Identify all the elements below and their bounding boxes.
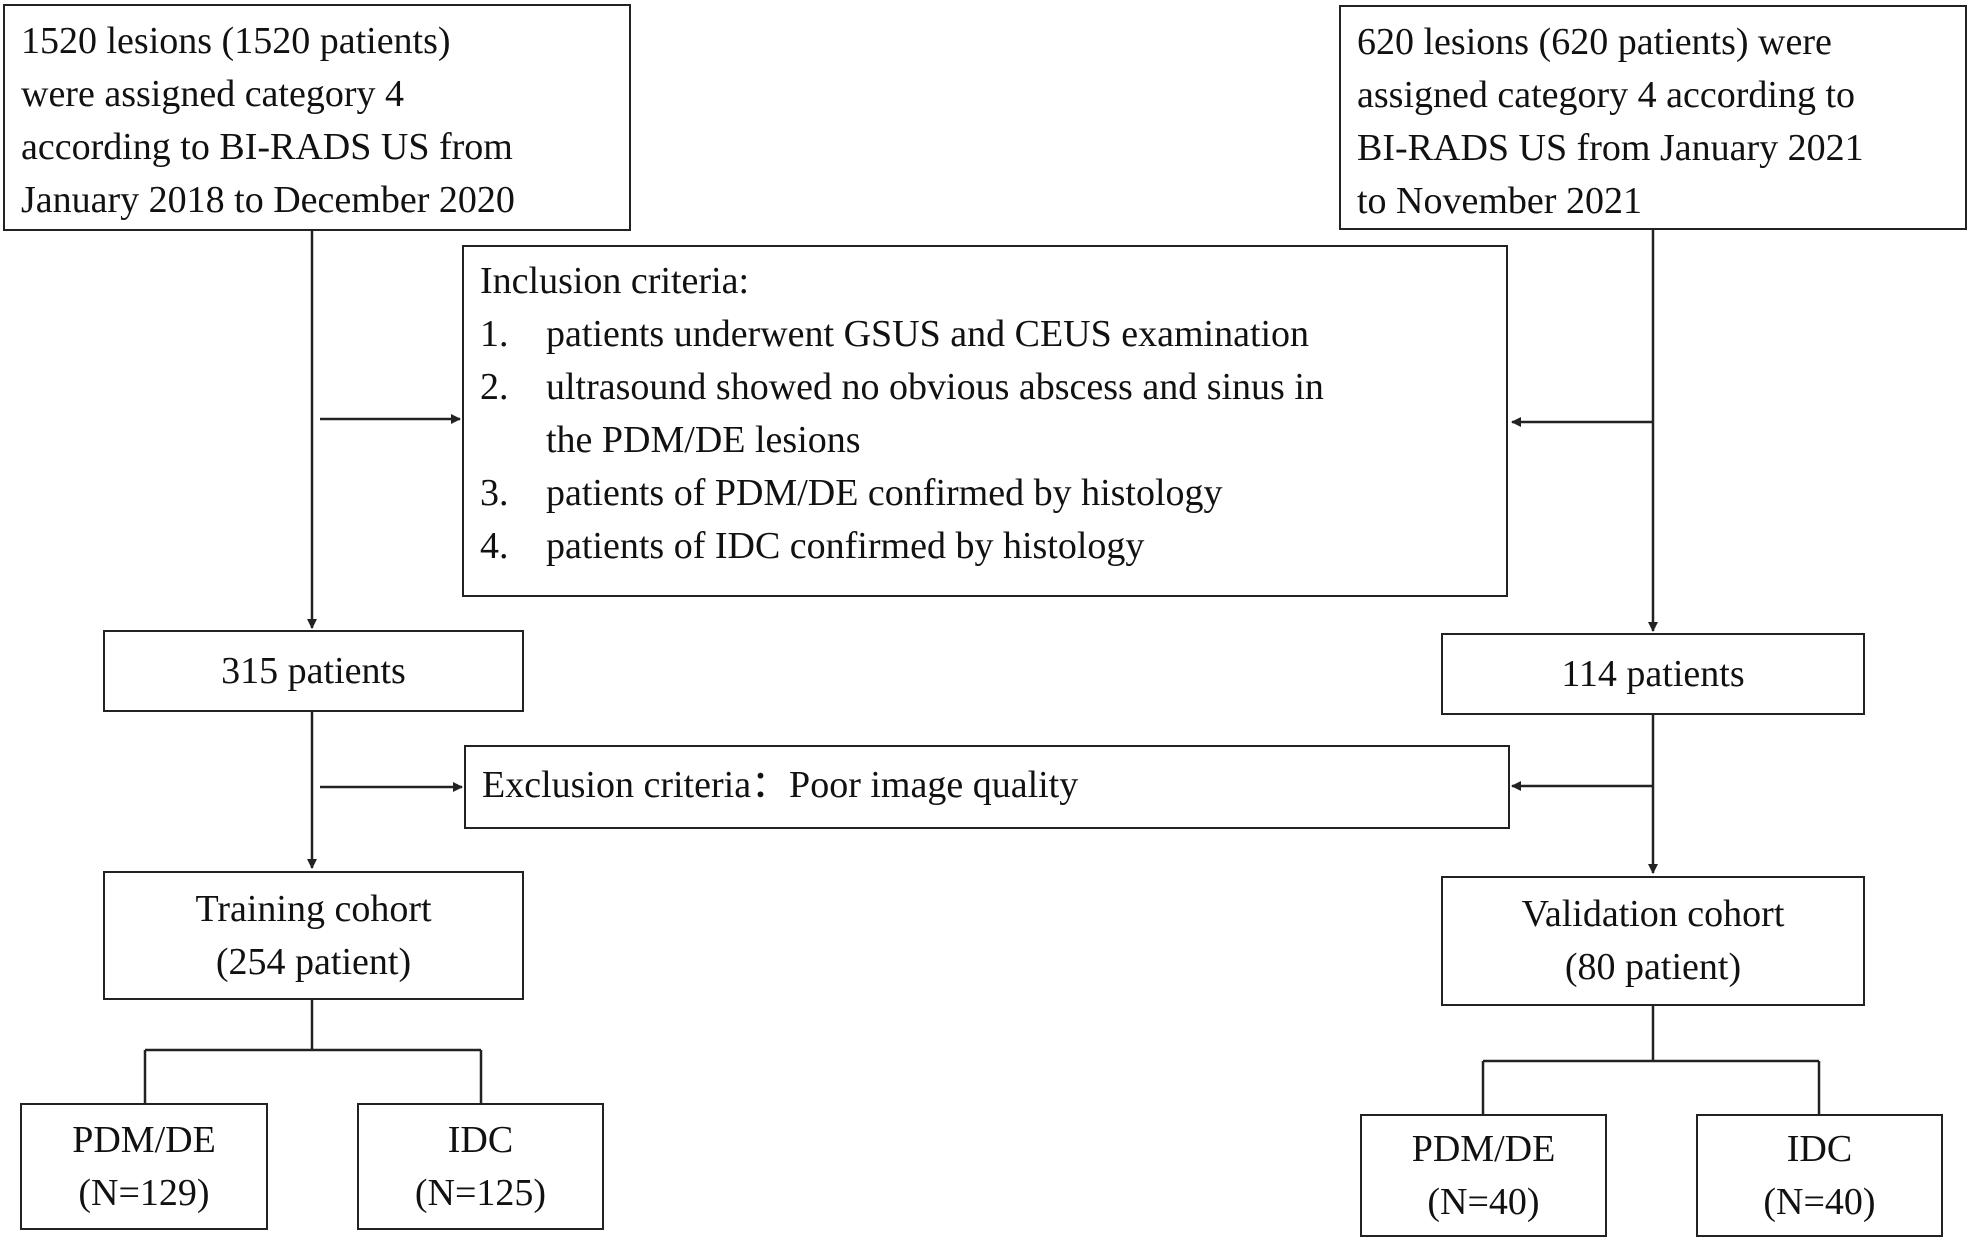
validation-idc-box: IDC (N=40) [1696,1114,1943,1237]
criteria-number: 3. [480,472,509,514]
leaf-label: IDC [447,1118,514,1161]
criteria-text: patients underwent GSUS and CEUS examina… [546,313,1310,355]
criteria-number: 4. [480,525,509,567]
exclusion-criteria-box: Exclusion criteria：Poor image quality [464,745,1510,829]
criteria-text: patients of IDC confirmed by histology [546,525,1145,567]
training-idc-box: IDC (N=125) [357,1103,604,1230]
training-source-line: January 2018 to December 2020 [21,179,515,221]
criteria-text: ultrasound showed no obvious abscess and… [546,366,1324,408]
training-source-line: were assigned category 4 [21,73,405,115]
criteria-text: the PDM/DE lesions [546,419,861,461]
training-source-box: 1520 lesions (1520 patients) were assign… [3,4,631,231]
validation-count-box: 114 patients [1441,633,1865,715]
validation-source-line: 620 lesions (620 patients) were [1357,21,1832,63]
training-source-line: 1520 lesions (1520 patients) [21,20,451,62]
validation-cohort-box: Validation cohort (80 patient) [1441,876,1865,1006]
training-cohort-box: Training cohort (254 patient) [103,871,524,1000]
validation-pdm-de-box: PDM/DE (N=40) [1360,1114,1607,1237]
inclusion-criteria-item: 1. patients underwent GSUS and CEUS exam… [480,308,1506,361]
validation-cohort-count: (80 patient) [1564,946,1742,988]
training-cohort-count: (254 patient) [215,940,412,983]
leaf-count: (N=40) [1427,1180,1540,1223]
inclusion-criteria-item: 2. ultrasound showed no obvious abscess … [480,361,1506,467]
leaf-count: (N=125) [414,1171,547,1214]
training-cohort-title: Training cohort [195,887,432,930]
leaf-count: (N=40) [1763,1180,1876,1223]
training-count-box: 315 patients [103,630,524,712]
inclusion-criteria-item: 4. patients of IDC confirmed by histolog… [480,520,1506,573]
training-source-line: according to BI-RADS US from [21,126,513,168]
inclusion-criteria-item: 3. patients of PDM/DE confirmed by histo… [480,467,1506,520]
leaf-label: PDM/DE [72,1118,216,1161]
criteria-text: patients of PDM/DE confirmed by histolog… [546,472,1223,514]
validation-source-box: 620 lesions (620 patients) were assigned… [1339,5,1967,230]
training-count-label: 315 patients [221,649,406,692]
exclusion-criteria-text: Exclusion criteria：Poor image quality [482,764,1079,806]
validation-count-label: 114 patients [1561,652,1745,695]
validation-source-line: assigned category 4 according to [1357,74,1856,116]
validation-source-line: BI-RADS US from January 2021 [1357,127,1864,169]
criteria-number: 2. [480,366,509,408]
leaf-label: PDM/DE [1411,1127,1556,1170]
leaf-count: (N=129) [78,1171,210,1214]
criteria-number: 1. [480,313,509,355]
validation-source-line: to November 2021 [1357,180,1642,222]
inclusion-criteria-heading: Inclusion criteria: [480,260,750,302]
training-pdm-de-box: PDM/DE (N=129) [20,1103,268,1230]
validation-cohort-title: Validation cohort [1521,893,1785,935]
inclusion-criteria-box: Inclusion criteria: 1. patients underwen… [462,245,1508,597]
leaf-label: IDC [1786,1127,1853,1170]
